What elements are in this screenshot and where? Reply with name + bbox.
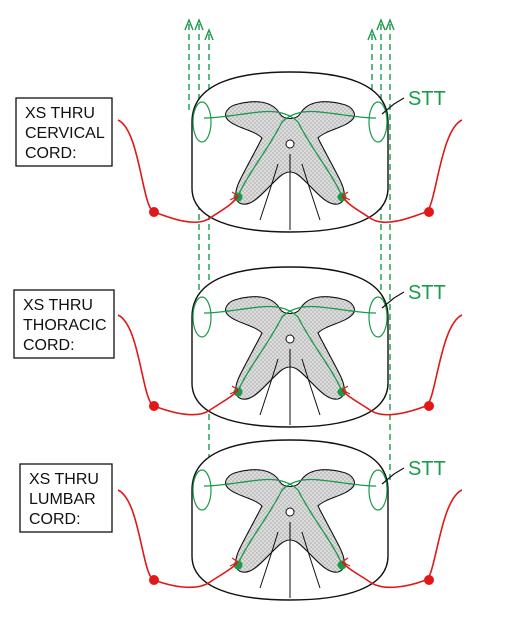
cervical-label-line-2: CERVICAL: [25, 125, 105, 142]
arrow-heads: [184, 18, 395, 41]
thoracic-label-line-2: THORACIC: [23, 317, 107, 334]
cervical-label-line-1: XS THRU: [25, 105, 95, 122]
cervical-cross-section: [191, 71, 389, 233]
lumbar-label-line-2: LUMBAR: [29, 491, 96, 508]
afferent-ganglia: [149, 207, 434, 585]
stt-label-lumbar: STT: [408, 458, 446, 480]
thoracic-label-line-3: CORD:: [23, 337, 75, 354]
lumbar-cross-section: [191, 439, 389, 601]
cervical-label-line-3: CORD:: [25, 145, 77, 162]
thoracic-label-box: XS THRU THORACIC CORD:: [13, 289, 115, 359]
cervical-label-box: XS THRU CERVICAL CORD:: [15, 97, 113, 167]
lumbar-label-box: XS THRU LUMBAR CORD:: [19, 463, 113, 533]
lumbar-label-line-1: XS THRU: [29, 471, 99, 488]
stt-label-cervical: STT: [408, 88, 446, 110]
afferent-terminals: [229, 191, 351, 567]
afferent-fibers: [117, 119, 463, 589]
lumbar-label-line-3: CORD:: [29, 511, 81, 528]
thoracic-label-line-1: XS THRU: [23, 297, 93, 314]
stt-leader-lines: [381, 97, 405, 485]
stt-label-thoracic: STT: [408, 282, 446, 304]
